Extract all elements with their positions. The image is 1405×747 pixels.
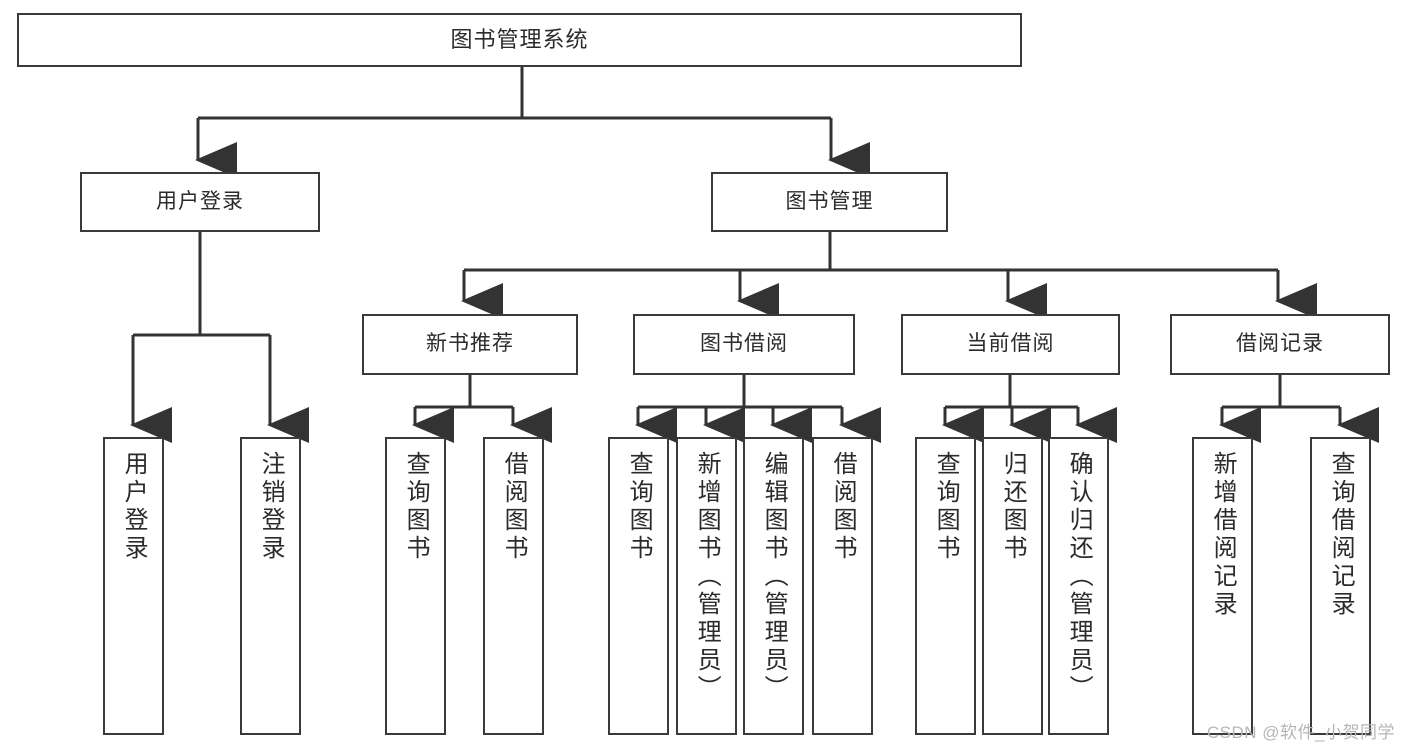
node-leaf-query-book-nbr[interactable]: 查询图书 — [385, 437, 446, 735]
node-label: 用户登录 — [156, 189, 244, 213]
node-leaf-confirm-return-admin[interactable]: 确认归还（管理员） — [1048, 437, 1109, 735]
node-new-book-recommend[interactable]: 新书推荐 — [362, 314, 578, 375]
node-label: 图书管理 — [785, 189, 874, 213]
node-label: 用户登录 — [120, 451, 148, 563]
node-label: 编辑图书（管理员） — [760, 451, 788, 703]
node-label: 当前借阅 — [966, 332, 1055, 356]
node-label: 图书借阅 — [700, 332, 788, 356]
node-leaf-user-login[interactable]: 用户登录 — [103, 437, 164, 735]
node-label: 新增图书（管理员） — [693, 451, 721, 703]
node-borrow-record[interactable]: 借阅记录 — [1170, 314, 1390, 375]
node-leaf-add-borrow-record[interactable]: 新增借阅记录 — [1192, 437, 1253, 735]
node-leaf-logout[interactable]: 注销登录 — [240, 437, 301, 735]
node-leaf-return-book[interactable]: 归还图书 — [982, 437, 1043, 735]
node-user-login[interactable]: 用户登录 — [80, 172, 320, 232]
node-label: 借阅图书 — [500, 451, 528, 563]
node-leaf-add-book-admin[interactable]: 新增图书（管理员） — [676, 437, 737, 735]
node-label: 借阅记录 — [1236, 332, 1324, 356]
node-root-system[interactable]: 图书管理系统 — [17, 13, 1022, 67]
node-label: 新增借阅记录 — [1209, 451, 1237, 619]
node-label: 查询图书 — [625, 451, 653, 563]
node-leaf-query-book-bb[interactable]: 查询图书 — [608, 437, 669, 735]
node-label: 查询图书 — [932, 451, 960, 563]
node-label: 图书管理系统 — [450, 27, 589, 53]
node-label: 查询图书 — [402, 451, 430, 563]
node-label: 确认归还（管理员） — [1065, 451, 1093, 703]
node-leaf-query-book-cb[interactable]: 查询图书 — [915, 437, 976, 735]
node-book-management[interactable]: 图书管理 — [711, 172, 948, 232]
node-leaf-borrow-book-bb[interactable]: 借阅图书 — [812, 437, 873, 735]
node-leaf-query-borrow-record[interactable]: 查询借阅记录 — [1310, 437, 1371, 735]
node-label: 查询借阅记录 — [1327, 451, 1355, 619]
node-label: 注销登录 — [257, 451, 285, 563]
node-current-borrow[interactable]: 当前借阅 — [901, 314, 1120, 375]
node-leaf-edit-book-admin[interactable]: 编辑图书（管理员） — [743, 437, 804, 735]
node-label: 新书推荐 — [426, 332, 514, 356]
node-leaf-borrow-book-nbr[interactable]: 借阅图书 — [483, 437, 544, 735]
node-label: 借阅图书 — [829, 451, 857, 563]
node-label: 归还图书 — [999, 451, 1027, 563]
node-book-borrow[interactable]: 图书借阅 — [633, 314, 855, 375]
